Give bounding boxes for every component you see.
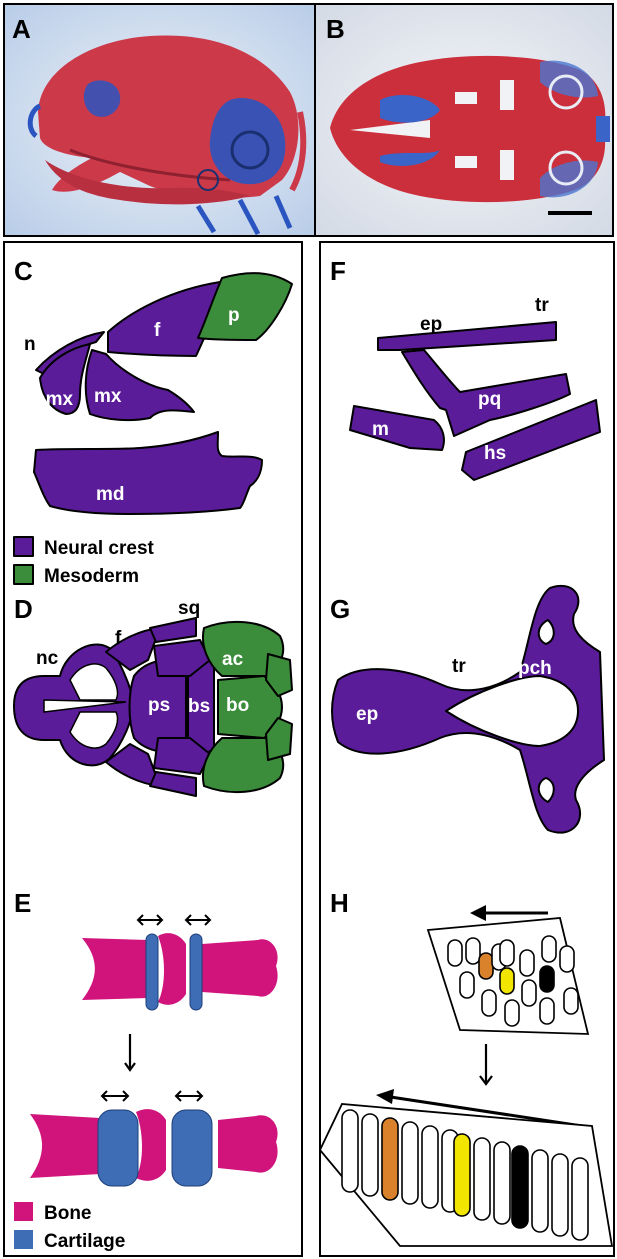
label-p: p <box>228 305 240 326</box>
down-arrow-h <box>480 1044 492 1084</box>
cell <box>460 972 474 998</box>
label-mx: mx <box>94 386 122 407</box>
cell <box>505 1000 519 1026</box>
squamosal-bone-bottom <box>150 772 196 796</box>
panel-g-letter: G <box>330 594 350 624</box>
cell <box>466 938 480 964</box>
mandible-bone <box>34 432 262 514</box>
cell <box>448 940 462 966</box>
bone-segment-middle-bottom <box>136 1109 166 1181</box>
legend-label-cartilage: Cartilage <box>44 1231 125 1252</box>
panel-d: D sq f nc ac ps bs bo <box>14 594 292 796</box>
label-ac: ac <box>222 649 244 670</box>
cell <box>564 988 578 1014</box>
bone-segment-anterior-bottom <box>30 1114 100 1178</box>
skeleton-legend: Bone Cartilage <box>14 1202 125 1252</box>
panel-a-letter: A <box>12 14 31 44</box>
panel-h-letter: H <box>330 888 349 918</box>
label-ep-g: ep <box>356 704 378 725</box>
legend-swatch-cartilage <box>14 1230 33 1249</box>
cell <box>520 950 534 976</box>
cell-black-long <box>512 1146 528 1228</box>
legend-label-bone: Bone <box>44 1203 92 1224</box>
growth-arrow-2-top <box>186 915 210 925</box>
bone-segment-posterior-top <box>202 939 278 996</box>
label-pq: pq <box>478 389 501 410</box>
h-arrow-top <box>470 905 548 921</box>
label-f-dorsal: f <box>115 628 122 649</box>
label-hs: hs <box>484 443 506 464</box>
cell <box>494 1142 510 1224</box>
legend-label-neural-crest: Neural crest <box>44 538 155 559</box>
cell <box>522 980 536 1006</box>
legend-swatch-bone <box>14 1202 33 1221</box>
frontal-bone <box>108 282 220 356</box>
panel-e-letter: E <box>14 888 31 918</box>
cell <box>474 1138 490 1220</box>
growth-arrow-1-bottom <box>102 1091 128 1101</box>
panel-f-letter: F <box>330 256 346 286</box>
label-tr-f: tr <box>535 295 549 316</box>
cell-orange-long <box>382 1118 398 1200</box>
label-f: f <box>154 320 161 341</box>
cell <box>572 1158 588 1240</box>
growth-arrow-2-bottom <box>176 1091 202 1101</box>
label-ep-f: ep <box>420 314 442 335</box>
cell <box>422 1126 438 1208</box>
meckels-cartilage <box>350 406 444 450</box>
cell <box>482 990 496 1016</box>
panel-g: G tr pch ep <box>330 586 604 833</box>
panel-d-letter: D <box>14 594 33 624</box>
panel-e: E <box>14 888 278 1186</box>
ethmoid-plate-trabecula <box>378 322 556 350</box>
cell-yellow-long <box>454 1134 470 1216</box>
bone-segment-anterior-top <box>82 938 148 1000</box>
photo-b: B <box>315 4 613 236</box>
bone-segment-middle-top <box>158 933 186 1005</box>
legend-swatch-neural-crest <box>14 537 33 556</box>
label-sq: sq <box>178 598 200 619</box>
cell <box>540 998 554 1024</box>
cell <box>342 1110 358 1192</box>
cell-black <box>540 966 554 992</box>
squamosal-bone-top <box>150 618 196 642</box>
tissue-legend: Neural crest Mesoderm <box>14 537 155 587</box>
cell <box>362 1114 378 1196</box>
label-n: n <box>24 334 36 355</box>
cell <box>560 946 574 972</box>
label-tr-g: tr <box>452 656 466 677</box>
panel-f: F ep tr pq m hs <box>330 256 600 480</box>
cell <box>532 1150 548 1232</box>
legend-label-mesoderm: Mesoderm <box>44 566 139 587</box>
growth-arrow-1-top <box>138 915 162 925</box>
label-pch: pch <box>518 658 552 679</box>
cell-orange <box>479 953 493 979</box>
legend-swatch-mesoderm <box>14 565 33 584</box>
label-nc: nc <box>36 648 59 669</box>
panel-c-letter: C <box>14 256 33 286</box>
photo-a: A <box>4 4 315 236</box>
cartilage-synchondrosis-1-top <box>146 934 158 1010</box>
cartilage-synchondrosis-2-bottom <box>172 1110 212 1186</box>
label-ps: ps <box>148 695 170 716</box>
label-bs: bs <box>188 696 210 717</box>
panel-c: C n f p pmx mx md <box>14 256 292 514</box>
label-bo: bo <box>226 695 249 716</box>
cartilage-synchondrosis-2-top <box>190 934 202 1010</box>
label-m: m <box>372 419 389 440</box>
bone-segment-posterior-bottom <box>218 1115 278 1172</box>
panel-b-letter: B <box>326 14 345 44</box>
cell-yellow <box>500 968 514 994</box>
cell <box>542 936 556 962</box>
panel-h: H <box>320 888 612 1246</box>
cell <box>500 940 514 966</box>
cell <box>552 1154 568 1236</box>
cell <box>402 1122 418 1204</box>
label-pmx: pmx <box>34 389 74 410</box>
down-arrow-e <box>125 1034 135 1070</box>
label-md: md <box>96 484 125 505</box>
scale-bar <box>548 211 592 215</box>
cartilage-synchondrosis-1-bottom <box>98 1110 138 1186</box>
